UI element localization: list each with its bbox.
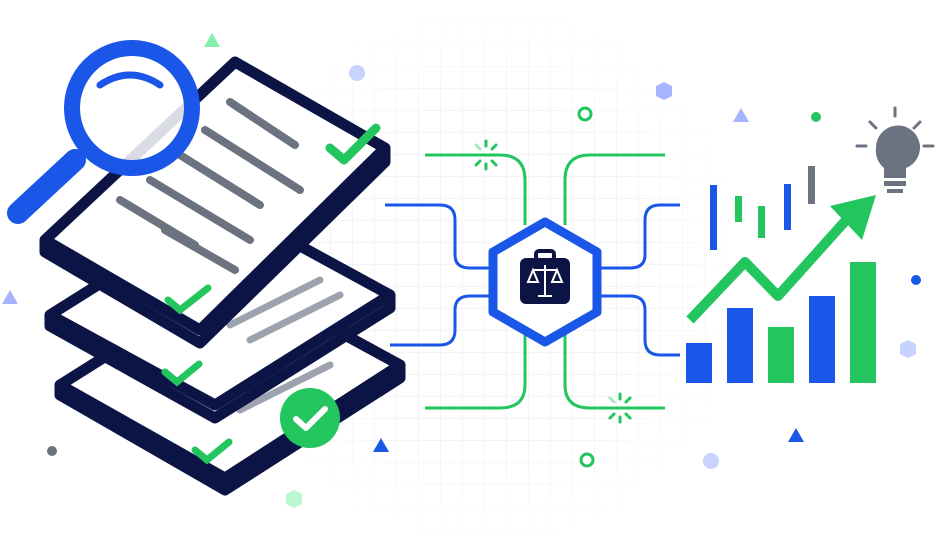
scales-briefcase-hub [488, 217, 602, 347]
triangle-icon [373, 438, 389, 452]
triangle-icon [788, 428, 804, 442]
scales-icon [526, 265, 564, 297]
ring-icon [579, 452, 595, 468]
analytics-chart [686, 106, 935, 383]
bar [686, 343, 712, 383]
checkmark-icon [293, 406, 328, 431]
checkmark-icon [161, 360, 203, 387]
checkmark-icon [164, 284, 212, 315]
hexagon-icon [900, 340, 916, 358]
checkmark-icon [191, 438, 233, 465]
ring-icon [577, 106, 593, 122]
dot-icon [811, 112, 821, 122]
magnifying-glass-icon [7, 40, 200, 224]
circuit-connectors [385, 153, 680, 410]
hexagon-icon [286, 490, 302, 508]
decorative-shapes [2, 33, 921, 508]
bar [850, 262, 876, 383]
hexagon-icon [656, 82, 672, 100]
checkmark-icon [325, 123, 381, 165]
triangle-icon [2, 290, 18, 304]
dot-icon [349, 65, 365, 81]
loading-spinner-icon [470, 139, 636, 424]
bars [686, 262, 876, 383]
dot-icon [703, 453, 719, 469]
bar [727, 308, 753, 383]
dot-icon [47, 446, 57, 456]
triangle-icon [733, 108, 749, 122]
candlesticks [710, 166, 815, 250]
document-stack [39, 56, 406, 496]
trend-arrow-icon [686, 195, 876, 324]
bar [768, 327, 794, 383]
bar [809, 296, 835, 383]
lightbulb-icon [855, 106, 935, 193]
triangle-icon [204, 33, 220, 47]
dot-icon [911, 275, 921, 285]
text-lines [116, 98, 304, 274]
check-badge [280, 388, 340, 448]
